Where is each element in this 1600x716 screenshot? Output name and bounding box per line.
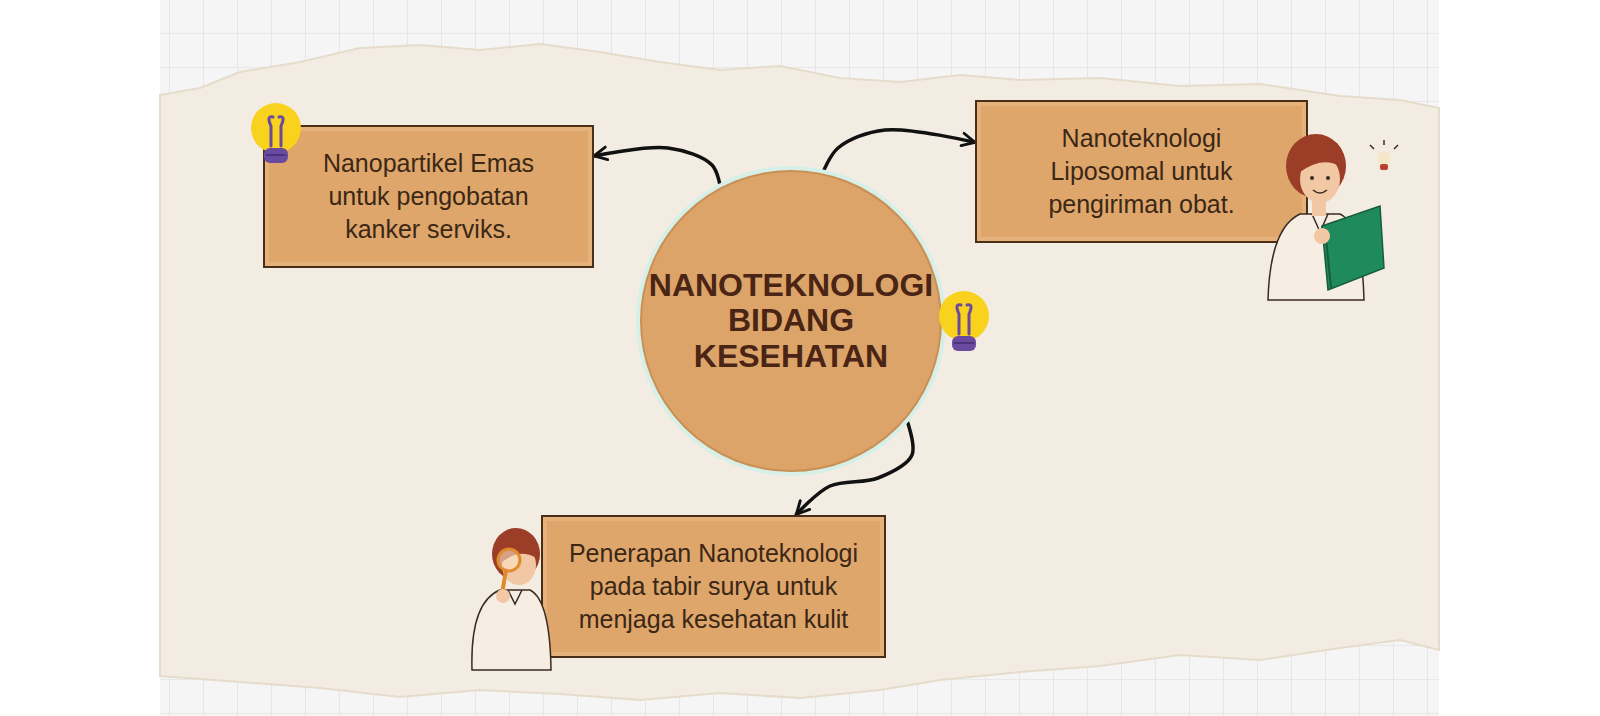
wood-sign-box: Nanopartikel Emas untuk pengobatan kanke… xyxy=(263,125,594,268)
shirt xyxy=(1268,214,1364,300)
light-bulb xyxy=(251,103,301,163)
connector-arrow xyxy=(594,148,721,189)
eye xyxy=(1310,176,1314,180)
node-text: Nanopartikel Emas untuk pengobatan kanke… xyxy=(305,147,552,246)
topic-circle: NANOTEKNOLOGI BIDANG KESEHATAN xyxy=(635,165,947,477)
bulb-base xyxy=(264,148,288,163)
circle-ring xyxy=(636,166,946,476)
hair xyxy=(1286,134,1346,198)
bulb-base xyxy=(1380,164,1388,170)
magnifier-lens xyxy=(498,549,520,571)
hair-fringe xyxy=(1296,144,1340,173)
eye xyxy=(1326,176,1330,180)
small-bulb xyxy=(1370,140,1398,170)
bulb-base xyxy=(952,336,976,351)
face xyxy=(502,545,536,585)
wood-sign-box: Penerapan Nanoteknologi pada tabir surya… xyxy=(541,515,886,658)
hair-fringe xyxy=(499,537,536,562)
bulb-base-line xyxy=(266,154,286,156)
bulb-filament xyxy=(269,117,283,146)
shirt xyxy=(472,590,551,670)
magnifier-handle xyxy=(502,570,506,594)
wood-sign-box: Nanoteknologi Liposomal untuk pengiriman… xyxy=(975,100,1308,243)
hair xyxy=(492,528,540,580)
bulb-filament xyxy=(957,305,971,334)
connector-layer xyxy=(594,130,975,515)
woman-magnifier xyxy=(472,528,551,670)
node-text: Penerapan Nanoteknologi pada tabir surya… xyxy=(559,537,868,636)
book-spine xyxy=(1325,228,1331,288)
bulb-base-line xyxy=(954,342,974,344)
bulb-glass xyxy=(939,291,989,341)
light-bulb xyxy=(939,291,989,351)
hand xyxy=(496,589,510,603)
bulb-rays xyxy=(1370,140,1398,149)
connector-arrow xyxy=(822,130,975,175)
node-text: Nanoteknologi Liposomal untuk pengiriman… xyxy=(1017,122,1266,221)
bulb-glass xyxy=(1377,151,1391,165)
collar xyxy=(508,590,522,604)
smile xyxy=(1313,190,1327,193)
grid-paper xyxy=(160,0,1439,716)
bulb-glass xyxy=(251,103,301,153)
torn-paper xyxy=(160,44,1439,700)
node-text: NANOTEKNOLOGI BIDANG KESEHATAN xyxy=(636,268,946,374)
face xyxy=(1300,155,1340,203)
book xyxy=(1322,206,1384,290)
collar xyxy=(1312,214,1328,232)
neck xyxy=(1312,196,1326,216)
hand xyxy=(1314,228,1330,244)
woman-reading xyxy=(1268,134,1384,300)
